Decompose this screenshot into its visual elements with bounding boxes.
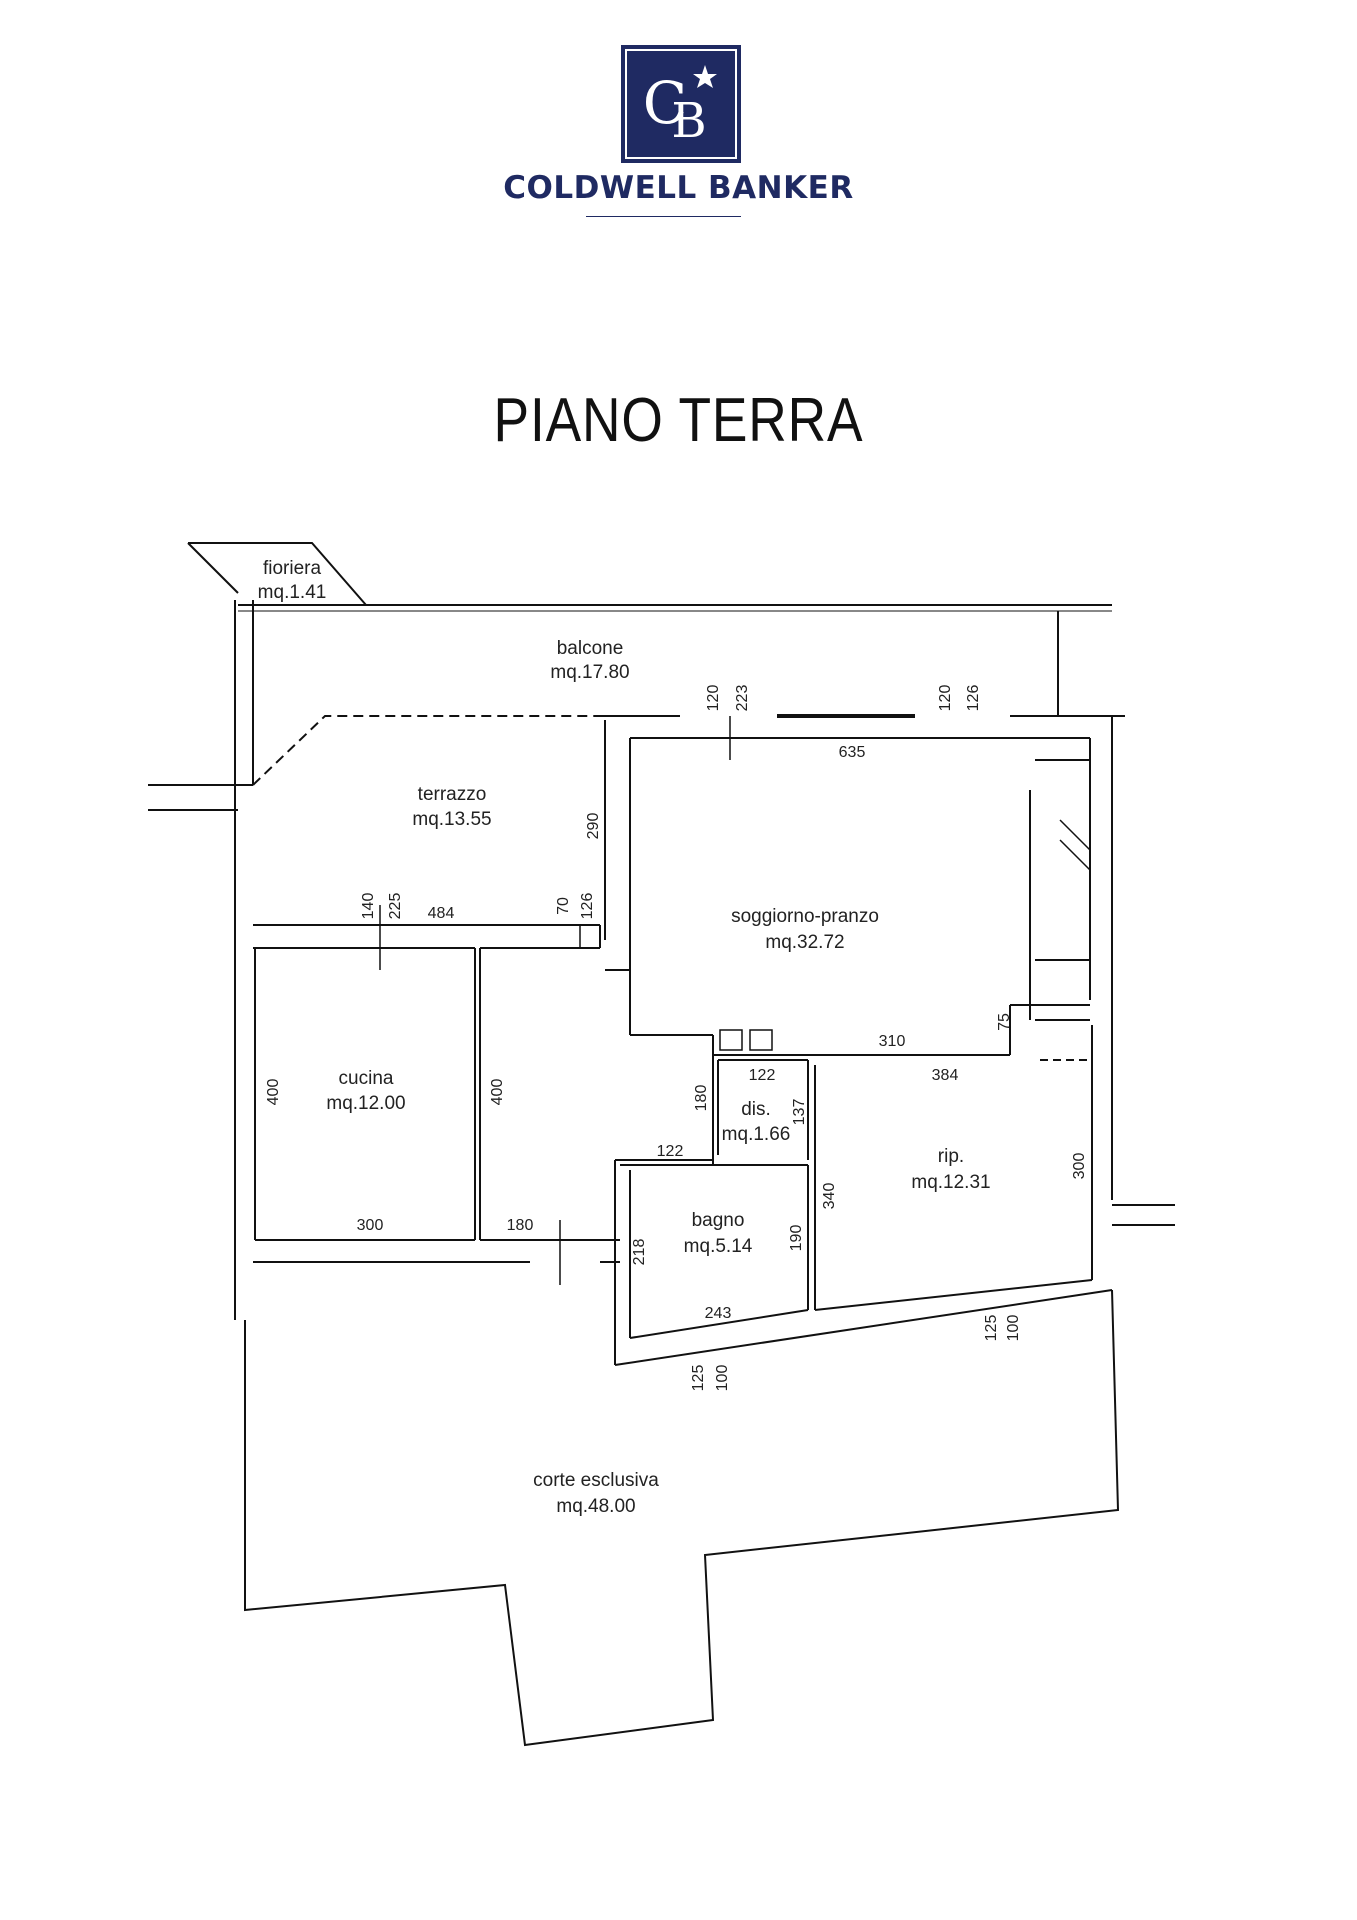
dim-label: 137	[791, 1099, 808, 1126]
dim-label: 300	[1071, 1153, 1088, 1180]
dim-label: 225	[387, 893, 404, 920]
dim-label: 180	[693, 1085, 710, 1112]
cb-monogram-icon: C B	[625, 49, 737, 159]
plan-walls	[148, 542, 1175, 1747]
svg-text:B: B	[671, 93, 706, 149]
terrazzo-area: mq.13.55	[412, 809, 491, 830]
star-icon	[693, 65, 717, 88]
dim-label: 340	[821, 1183, 838, 1210]
dim-label: 310	[879, 1033, 906, 1050]
corte-label: corte esclusiva	[533, 1470, 659, 1491]
dim-label: 120	[937, 685, 954, 712]
soggiorno-area: mq.32.72	[765, 932, 844, 953]
dim-label: 635	[839, 744, 866, 761]
rip-label: rip.	[938, 1146, 964, 1167]
terrazzo-label: terrazzo	[418, 784, 487, 805]
brand-name: COLDWELL BANKER	[503, 170, 854, 206]
fioriera-outline	[188, 542, 367, 606]
dim-label: 125	[690, 1365, 707, 1392]
brand-logo-mark: C B	[621, 45, 741, 163]
dis-area: mq.1.66	[722, 1124, 791, 1145]
dim-label: 384	[932, 1067, 959, 1084]
dim-label: 100	[1005, 1315, 1022, 1342]
balcone-area: mq.17.80	[550, 662, 629, 683]
dim-label: 484	[428, 905, 455, 922]
cucina-area: mq.12.00	[326, 1093, 405, 1114]
dim-label: 126	[579, 893, 596, 920]
dim-label: 218	[631, 1239, 648, 1266]
dim-label: 75	[996, 1013, 1013, 1031]
fioriera-label: fioriera	[263, 558, 322, 579]
bagno-area: mq.5.14	[684, 1236, 753, 1257]
dim-label: 243	[705, 1305, 732, 1322]
dim-label: 100	[714, 1365, 731, 1392]
dim-label: 400	[489, 1079, 506, 1106]
brand-divider	[586, 216, 741, 217]
bagno-label: bagno	[692, 1210, 745, 1231]
dim-label: 140	[360, 893, 377, 920]
dim-label: 180	[507, 1217, 534, 1234]
soggiorno-label: soggiorno-pranzo	[731, 906, 879, 927]
dim-label: 126	[965, 685, 982, 712]
dim-label: 290	[585, 813, 602, 840]
windows	[379, 716, 1091, 1285]
dim-label: 120	[705, 685, 722, 712]
dim-label: 223	[734, 685, 751, 712]
page-title: PIANO TERRA	[493, 386, 864, 455]
dim-label: 190	[788, 1225, 805, 1252]
fioriera-area: mq.1.41	[258, 582, 327, 603]
dim-label: 122	[749, 1067, 776, 1084]
dim-label: 70	[555, 897, 572, 915]
dis-label: dis.	[741, 1099, 771, 1120]
corte-area: mq.48.00	[556, 1496, 635, 1517]
svg-text:C: C	[643, 69, 687, 137]
cucina-label: cucina	[339, 1068, 394, 1089]
corte-outline	[244, 1289, 1120, 1747]
dim-label: 300	[357, 1217, 384, 1234]
balcone-label: balcone	[557, 638, 624, 659]
dim-label: 400	[265, 1079, 282, 1106]
dim-label: 125	[983, 1315, 1000, 1342]
rip-area: mq.12.31	[911, 1172, 990, 1193]
dim-label: 122	[657, 1143, 684, 1160]
